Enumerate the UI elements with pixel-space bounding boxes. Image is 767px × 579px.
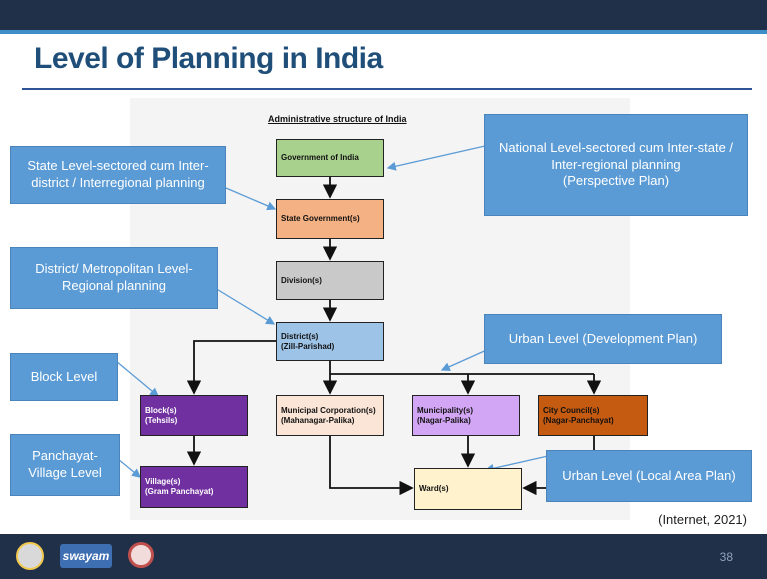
node-sublabel: (Zill-Parishad) [281,341,335,351]
node-label: Village(s) [145,477,181,486]
node-division: Division(s) [276,261,384,300]
nptel-logo-icon [128,542,154,568]
connector-municipal-ward [329,436,414,496]
node-label: Block(s) [145,405,177,415]
node-village: Village(s) (Gram Panchayat) [140,466,248,508]
node-municipal-corporation: Municipal Corporation(s) (Mahanagar-Pali… [276,395,384,436]
node-label: State Government(s) [281,214,360,223]
callout-district-level: District/ Metropolitan Level- Regional p… [10,247,218,309]
node-ward: Ward(s) [414,468,522,510]
callout-text: State Level-sectored cum Inter- district… [27,158,209,190]
top-accent-stripe [0,30,767,34]
title-divider [22,88,752,90]
node-sublabel: (Tehsils) [145,415,178,425]
callout-text: District/ Metropolitan Level- Regional p… [35,261,193,293]
node-sublabel: (Nagar-Panchayat) [543,415,614,425]
slide-title: Level of Planning in India [34,42,383,75]
callout-text: Urban Level (Development Plan) [508,330,698,346]
callout-national-level: National Level-sectored cum Inter-state … [484,114,748,216]
node-district: District(s) (Zill-Parishad) [276,322,384,361]
node-block: Block(s) (Tehsils) [140,395,248,436]
node-label: Government of India [281,153,359,162]
node-city-council: City Council(s) (Nagar-Panchayat) [538,395,648,436]
node-sublabel: (Mahanagar-Palika) [281,415,355,425]
callout-text: National Level-sectored cum Inter-state … [498,139,734,189]
callout-urban-development: Urban Level (Development Plan) [484,314,722,364]
node-municipality: Municipality(s) (Nagar-Palika) [412,395,520,436]
page-number: 38 [719,550,733,564]
callout-state-level: State Level-sectored cum Inter- district… [10,146,226,204]
node-government-of-india: Government of India [276,139,384,177]
node-sublabel: (Nagar-Palika) [417,415,471,425]
pointer-national [386,145,486,171]
pointer-district [209,284,276,325]
node-label: District(s) [281,331,319,341]
callout-text: Panchayat- Village Level [28,448,102,480]
pointer-state [225,187,277,211]
institute-logo-icon [16,542,44,570]
swayam-logo: swayam [60,544,112,568]
bottom-bar [0,534,767,579]
source-citation: (Internet, 2021) [658,512,747,527]
node-label: Ward(s) [419,484,449,493]
diagram-title: Administrative structure of India [268,114,407,124]
node-label: Municipal Corporation(s) [281,405,376,415]
connector-district-block [186,340,276,395]
callout-urban-local: Urban Level (Local Area Plan) [546,450,752,502]
callout-block-level: Block Level [10,353,118,401]
pointer-block [109,355,159,397]
node-sublabel: (Gram Panchayat) [145,487,214,496]
node-label: City Council(s) [543,405,600,415]
callout-text: Block Level [30,368,98,384]
top-bar [0,0,767,30]
callout-text: Urban Level (Local Area Plan) [562,467,736,483]
node-label: Division(s) [281,275,322,285]
node-label: Municipality(s) [417,405,474,415]
callout-panchayat-level: Panchayat- Village Level [10,434,120,496]
node-state-government: State Government(s) [276,199,384,239]
pointer-urban-local [484,455,549,473]
